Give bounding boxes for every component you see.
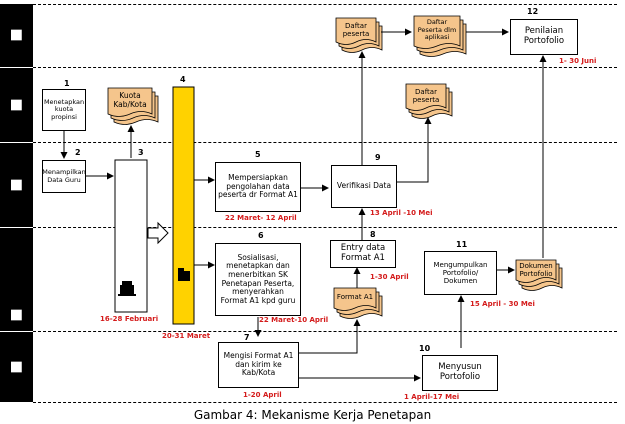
step-7-number: 7 bbox=[244, 333, 250, 342]
date-step-3: 16-28 Februari bbox=[100, 315, 159, 323]
doc-daftar-peserta-aplikasi-label: Daftar Peserta dlm aplikasi bbox=[417, 18, 457, 42]
printer-icon bbox=[118, 281, 136, 296]
doc-daftar-peserta-aplikasi bbox=[413, 15, 467, 57]
lane-label-4: ■ bbox=[0, 228, 33, 331]
step-2-number: 2 bbox=[75, 148, 81, 157]
date-step-6: 22 Maret-10 April bbox=[259, 316, 329, 324]
lane-label-2: ■ bbox=[0, 68, 33, 142]
doc-daftar-peserta-mid bbox=[405, 83, 453, 119]
step-5-number: 5 bbox=[255, 150, 261, 159]
step-10-number: 10 bbox=[419, 344, 431, 353]
date-step-9: 13 April -10 Mei bbox=[370, 209, 433, 217]
step-11-box: Mengumpulkan Portofolio/ Dokumen bbox=[424, 251, 497, 295]
step-8-text: Entry data Format A1 bbox=[340, 243, 386, 263]
step-12-text: Penilaian Portofolio bbox=[523, 26, 565, 46]
step-9-box: Verifikasi Data bbox=[331, 165, 397, 208]
transfer-arrow bbox=[147, 221, 169, 245]
step-4-bar bbox=[172, 86, 195, 325]
lane-label-3: ■ bbox=[0, 143, 33, 227]
date-step-12: 1- 30 Juni bbox=[559, 57, 597, 65]
step-5-box: Mempersiapkan pengolahan data peserta dr… bbox=[215, 162, 301, 212]
lane-divider bbox=[33, 142, 617, 143]
step-9-text: Verifikasi Data bbox=[336, 181, 392, 191]
doc-dokumen-label: Dokumen Portofolio bbox=[519, 261, 553, 278]
date-step-10: 1 April-17 Mei bbox=[404, 393, 460, 401]
lane-label-5: ■ bbox=[0, 332, 33, 402]
doc-format-a1 bbox=[333, 287, 383, 319]
lane-divider bbox=[33, 4, 617, 5]
step-11-text: Mengumpulkan Portofolio/ Dokumen bbox=[433, 260, 488, 286]
step-1-box: Menetapkan kuota propinsi bbox=[42, 89, 86, 131]
date-step-8: 1-30 April bbox=[370, 273, 409, 281]
doc-kuota bbox=[107, 87, 159, 125]
lane-divider bbox=[33, 402, 617, 403]
step-3-number: 3 bbox=[138, 148, 144, 157]
lane-label-1: ■ bbox=[0, 4, 33, 67]
figure-caption: Gambar 4: Mekanisme Kerja Penetapan bbox=[193, 408, 432, 422]
step-1-number: 1 bbox=[64, 79, 70, 88]
step-6-box: Sosialisasi, menetapkan dan menerbitkan … bbox=[215, 243, 301, 316]
doc-daftar-peserta-top-label: Daftar peserta bbox=[342, 21, 370, 38]
step-11-number: 11 bbox=[456, 240, 468, 249]
step-4-number: 4 bbox=[180, 75, 186, 84]
step-6-text: Sosialisasi, menetapkan dan menerbitkan … bbox=[220, 252, 296, 305]
step-1-text: Menetapkan kuota propinsi bbox=[43, 97, 85, 121]
doc-format-a1-label: Format A1 bbox=[336, 293, 374, 302]
lane-divider bbox=[33, 227, 617, 228]
step-2-text: Menampilkan Data Guru bbox=[42, 168, 86, 184]
folder-icon bbox=[178, 268, 190, 281]
date-step-11: 15 April - 30 Mei bbox=[470, 300, 535, 308]
doc-daftar-peserta-mid-label: Daftar peserta bbox=[412, 87, 440, 104]
lane-divider bbox=[33, 331, 617, 332]
date-step-4: 20-31 Maret bbox=[162, 332, 211, 340]
step-6-number: 6 bbox=[258, 231, 264, 240]
step-7-box: Mengisi Format A1 dan kirim ke Kab/Kota bbox=[218, 342, 299, 388]
step-2-box: Menampilkan Data Guru bbox=[42, 160, 86, 193]
step-8-box: Entry data Format A1 bbox=[330, 240, 396, 268]
step-12-box: Penilaian Portofolio bbox=[510, 19, 578, 55]
lane-divider bbox=[33, 67, 617, 68]
step-7-text: Mengisi Format A1 dan kirim ke Kab/Kota bbox=[223, 351, 294, 378]
date-step-5: 22 Maret- 12 April bbox=[225, 214, 297, 222]
doc-daftar-peserta-top bbox=[335, 17, 383, 53]
step-8-number: 8 bbox=[370, 230, 376, 239]
date-step-7: 1-20 April bbox=[243, 391, 282, 399]
step-10-text: Menyusun Portofolio bbox=[438, 362, 482, 382]
doc-dokumen-portofolio bbox=[515, 259, 563, 291]
step-5-text: Mempersiapkan pengolahan data peserta dr… bbox=[218, 173, 298, 200]
step-10-box: Menyusun Portofolio bbox=[422, 355, 498, 391]
doc-kuota-label: Kuota Kab/Kota bbox=[113, 91, 147, 109]
step-9-number: 9 bbox=[375, 153, 381, 162]
step-12-number: 12 bbox=[527, 7, 539, 16]
